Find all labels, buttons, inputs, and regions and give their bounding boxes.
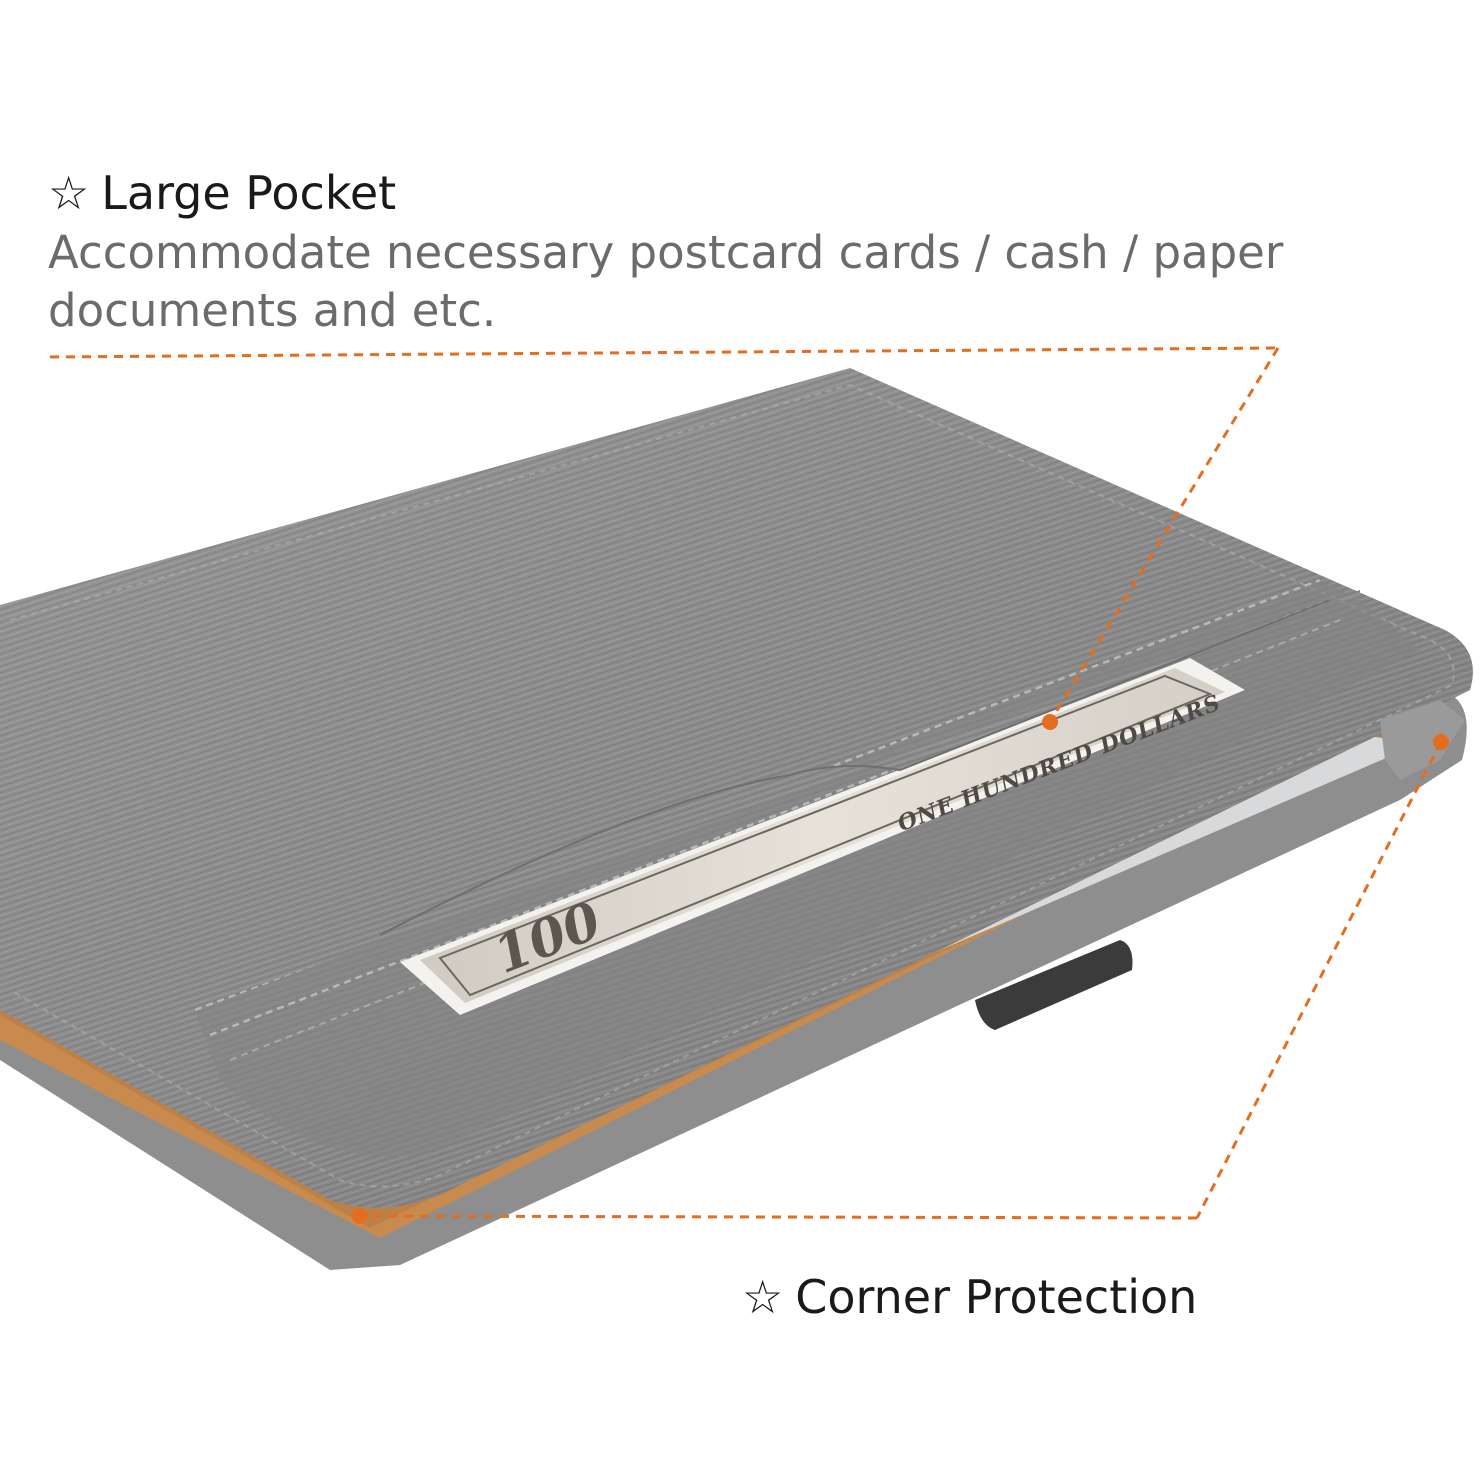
elastic-strap [975,940,1133,1030]
large-pocket-heading: ☆Large Pocket [48,164,396,222]
corner-protection-heading: ☆Corner Protection [742,1268,1197,1326]
star-outline-icon: ☆ [742,1270,784,1324]
star-outline-icon: ☆ [48,166,90,220]
large-pocket-description: Accommodate necessary postcard cards / c… [48,226,1284,337]
corner-bumper [1380,700,1465,780]
corner-protection-title: Corner Protection [795,1270,1198,1324]
large-pocket-title: Large Pocket [101,166,397,220]
callout-lines [49,346,1449,1224]
corner-marker-dot-right [1433,734,1449,750]
corner-marker-dot-left [352,1208,368,1224]
pocket-marker-dot [1042,714,1058,730]
